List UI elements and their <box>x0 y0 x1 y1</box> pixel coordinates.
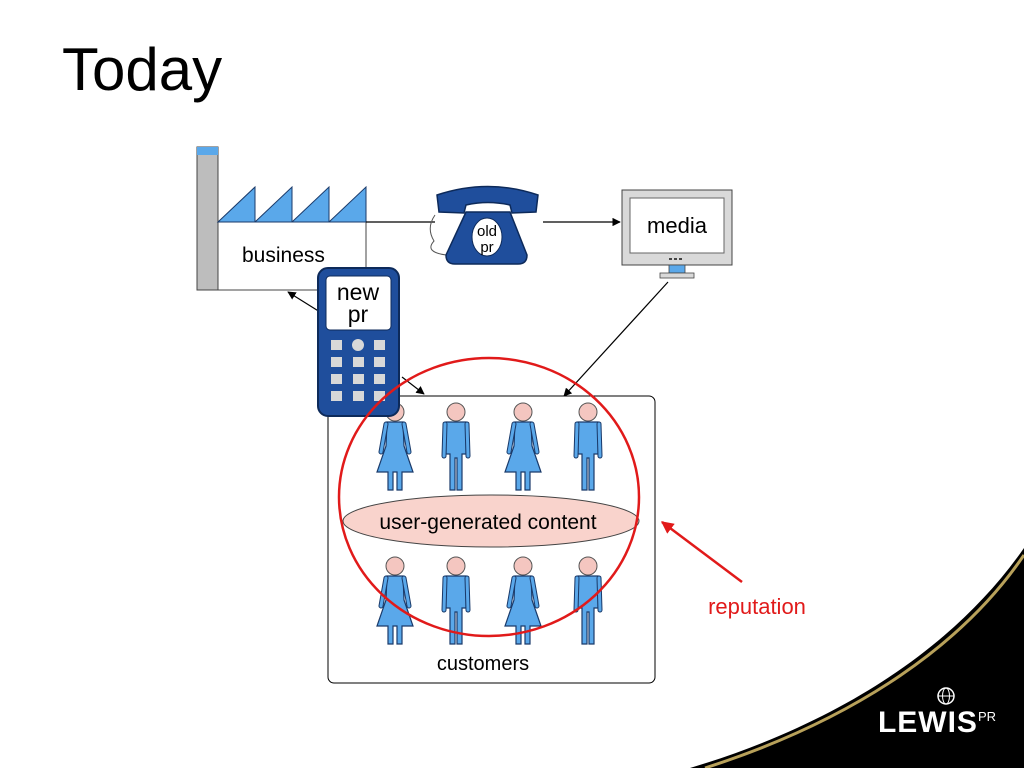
customers-label: customers <box>437 653 529 675</box>
new-pr-label-line1: new <box>337 279 380 305</box>
monitor-icon <box>621 189 733 279</box>
telephone-icon <box>429 185 539 265</box>
corner-decoration <box>690 548 1024 768</box>
reputation-group: reputation <box>337 356 806 638</box>
newpr-to-customers-arrow <box>401 376 425 395</box>
business-node: business <box>196 146 367 291</box>
old-pr-node: old pr <box>429 185 539 265</box>
old-pr-label-line2: pr <box>480 239 493 256</box>
lewis-pr-logo: LEWISPR <box>878 706 996 740</box>
new-pr-label-line2: pr <box>348 301 369 327</box>
logo-name: LEWIS <box>877 706 978 739</box>
reputation-label: reputation <box>708 594 806 619</box>
ugc-ellipse <box>342 494 640 548</box>
business-label: business <box>242 244 325 267</box>
globe-icon <box>937 687 955 705</box>
media-to-customers-arrow <box>563 281 669 397</box>
slide-title: Today <box>62 36 223 103</box>
old-pr-label-line1: old <box>477 223 497 240</box>
factory-icon <box>196 146 367 291</box>
reputation-circle <box>337 356 641 638</box>
logo-suffix: PR <box>977 709 996 724</box>
new-pr-node: new pr <box>317 267 400 417</box>
media-label: media <box>647 213 708 238</box>
newpr-to-business-arrow <box>287 291 321 313</box>
ugc-label: user-generated content <box>379 511 596 534</box>
customers-node: user-generated content customers <box>327 395 656 684</box>
media-node: media <box>621 189 733 279</box>
reputation-arrow <box>661 521 743 583</box>
mobile-phone-icon <box>317 267 400 417</box>
